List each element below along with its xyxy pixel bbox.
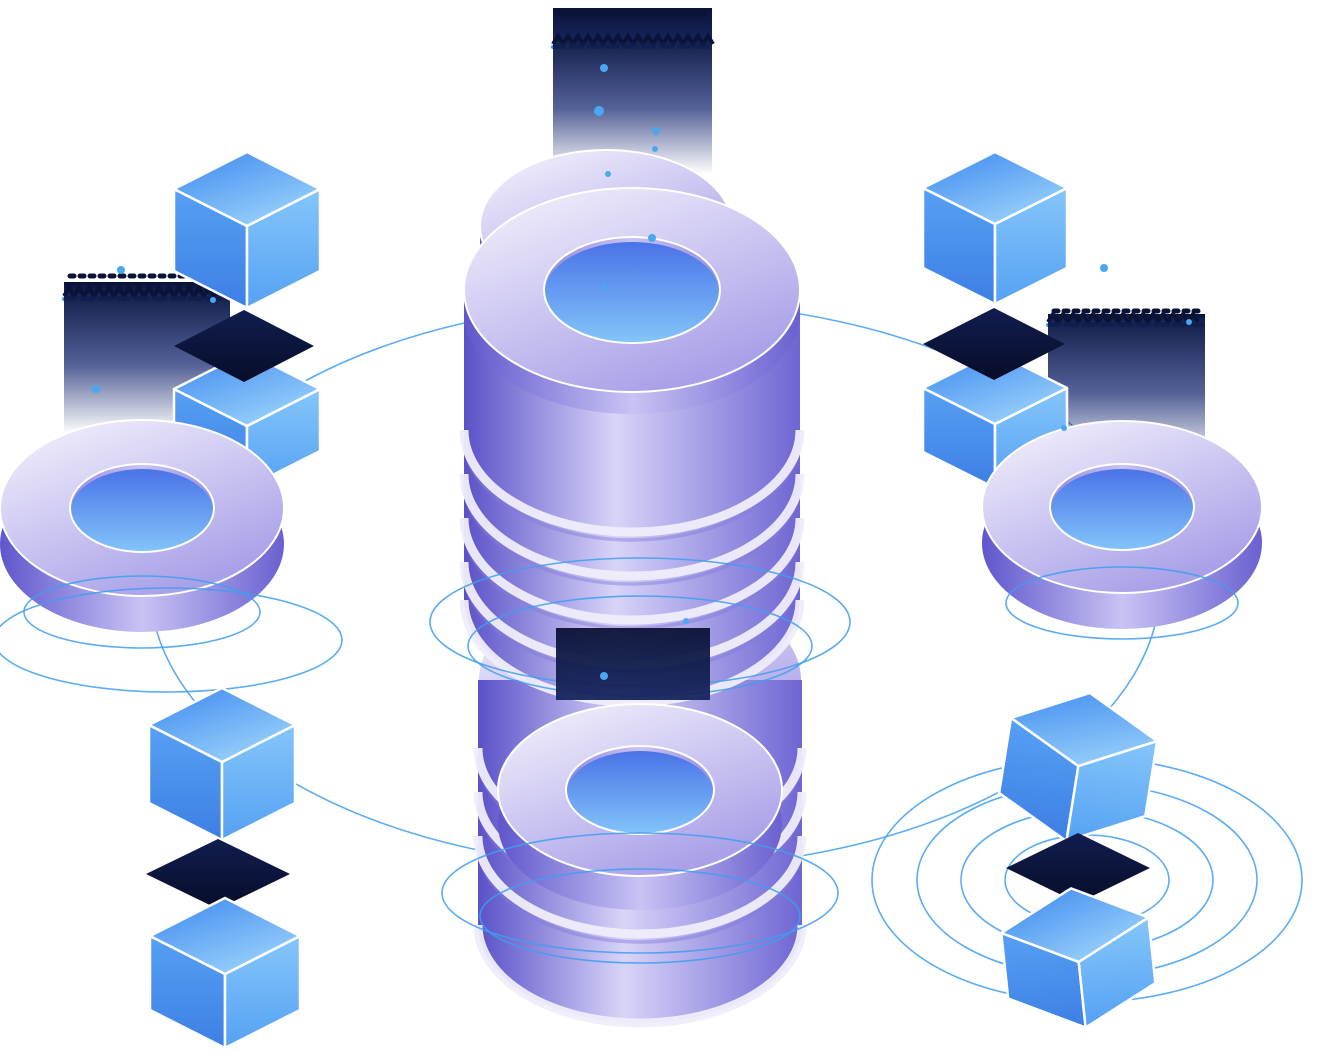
floating-dot <box>648 234 656 242</box>
floating-dot <box>210 297 216 303</box>
torus-hole <box>566 751 714 839</box>
torus-top-surface <box>980 420 1264 594</box>
cube-node <box>148 896 302 1050</box>
floating-dot <box>683 618 689 624</box>
torus-hole <box>544 242 720 348</box>
floating-data-dots <box>92 64 1192 680</box>
cube-top-face <box>921 150 1069 226</box>
disc-bottom-edge <box>473 924 807 1028</box>
echo-ring <box>1005 566 1239 640</box>
disc-groove <box>459 429 805 537</box>
central-database-stack <box>429 8 851 1028</box>
bottom-left-node-cluster <box>146 686 302 1050</box>
panel-zigzag <box>1046 310 1200 326</box>
shadow-diamond <box>174 310 314 382</box>
disc-bottom-edge <box>459 599 805 707</box>
right-node-cluster <box>921 150 1264 640</box>
cube-top-face <box>147 686 297 764</box>
disc-groove-shadow <box>462 481 802 586</box>
cube-node <box>1000 887 1157 1029</box>
disc-groove-shadow <box>476 843 804 944</box>
floating-dot <box>652 146 658 152</box>
right-torus-node <box>980 420 1264 629</box>
shadow-diamond <box>1006 833 1150 903</box>
disc-groove <box>459 473 805 581</box>
top-data-panel <box>551 8 715 174</box>
floating-dot <box>1100 264 1108 272</box>
bottom-right-node-cluster <box>871 691 1303 1029</box>
floating-dot <box>117 266 125 274</box>
floating-dot <box>605 171 611 177</box>
top-torus-ring <box>462 187 802 414</box>
floating-dot <box>652 127 660 135</box>
lower-torus-ring <box>496 703 784 910</box>
left-node-cluster <box>0 150 343 693</box>
cube-node <box>147 686 297 842</box>
cube-node <box>172 150 322 310</box>
cube-top-face <box>172 150 322 228</box>
disc-groove <box>473 835 807 939</box>
floating-dot <box>601 284 607 290</box>
left-torus-node <box>0 419 286 632</box>
disc-groove-shadow <box>462 525 802 630</box>
shadow-diamond <box>923 308 1065 380</box>
cube-top-face <box>1000 887 1150 964</box>
cube-top-face <box>1009 691 1159 768</box>
cube-top-face <box>148 896 302 976</box>
floating-dot <box>1061 425 1067 431</box>
torus-top-surface <box>462 187 802 393</box>
floating-dot <box>600 64 608 72</box>
torus-hole <box>70 469 214 557</box>
cube-node <box>997 691 1159 843</box>
torus-hole <box>1050 469 1194 555</box>
cube-top-face <box>172 350 322 428</box>
disc-groove <box>459 517 805 625</box>
cube-node <box>921 150 1069 306</box>
floating-dot <box>594 106 604 116</box>
echo-ring <box>0 587 343 693</box>
mid-data-panel <box>556 628 710 700</box>
torus-top-surface <box>496 703 784 877</box>
disc-groove-shadow <box>462 437 802 542</box>
echo-ring <box>23 575 261 649</box>
floating-dot <box>600 672 608 680</box>
base-ring <box>479 868 801 964</box>
floating-dot <box>92 385 100 393</box>
base-ring <box>441 832 839 954</box>
floating-dot <box>1186 319 1192 325</box>
cube-top-face <box>921 350 1069 426</box>
shadow-diamond <box>146 839 290 909</box>
